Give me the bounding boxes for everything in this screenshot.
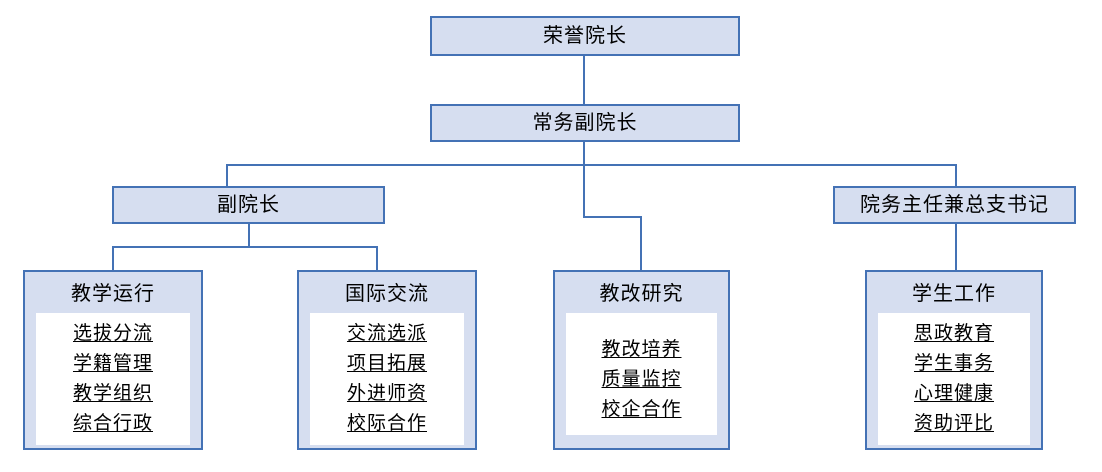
connector-bus-to-office-director <box>955 164 957 186</box>
connector-sub-bus-to-dept2 <box>376 246 378 272</box>
node-executive-vice-dean[interactable]: 常务副院长 <box>430 104 740 142</box>
connector-main-bus <box>226 164 957 166</box>
connector-middle-jog <box>583 216 642 218</box>
list-item[interactable]: 交流选派 <box>346 323 427 344</box>
list-item[interactable]: 校际合作 <box>346 413 427 434</box>
node-honorary-dean-label: 荣誉院长 <box>543 25 627 47</box>
list-item[interactable]: 学生事务 <box>913 353 994 374</box>
node-office-director-label: 院务主任兼总支书记 <box>860 194 1049 216</box>
list-item[interactable]: 质量监控 <box>601 369 682 390</box>
connector-l2-stub <box>583 140 585 166</box>
connector-bus-to-vice-dean <box>226 164 228 186</box>
list-item[interactable]: 心理健康 <box>913 383 994 404</box>
node-dept-teaching-reform-research-label: 教改研究 <box>599 283 684 305</box>
list-item[interactable]: 教学组织 <box>72 383 153 404</box>
node-dept-international-exchange[interactable]: 国际交流 交流选派 项目拓展 外进师资 校际合作 <box>297 270 477 450</box>
list-item[interactable]: 综合行政 <box>72 413 153 434</box>
connector-bus-middle-down <box>583 164 585 218</box>
node-vice-dean-label: 副院长 <box>217 194 280 216</box>
connector-l1-to-l2 <box>583 56 585 104</box>
node-dept-international-exchange-label: 国际交流 <box>345 283 429 305</box>
node-dept-student-affairs[interactable]: 学生工作 思政教育 学生事务 心理健康 资助评比 <box>865 270 1043 450</box>
list-item[interactable]: 项目拓展 <box>346 353 427 374</box>
node-dept-teaching-reform-research[interactable]: 教改研究 教改培养 质量监控 校企合作 <box>553 270 730 450</box>
dept-item-list: 选拔分流 学籍管理 教学组织 综合行政 <box>36 313 190 445</box>
node-office-director[interactable]: 院务主任兼总支书记 <box>833 186 1076 224</box>
list-item[interactable]: 选拔分流 <box>72 323 153 344</box>
node-dept-student-affairs-label: 学生工作 <box>912 283 996 305</box>
connector-sub-bus <box>112 246 378 248</box>
list-item[interactable]: 思政教育 <box>913 323 994 344</box>
node-vice-dean[interactable]: 副院长 <box>112 186 385 224</box>
connector-sub-bus-to-dept1 <box>112 246 114 272</box>
node-dept-teaching-operations-label: 教学运行 <box>71 283 155 305</box>
node-honorary-dean[interactable]: 荣誉院长 <box>430 16 740 56</box>
list-item[interactable]: 学籍管理 <box>72 353 153 374</box>
connector-vice-dean-stub <box>248 222 250 248</box>
dept-item-list: 思政教育 学生事务 心理健康 资助评比 <box>878 313 1030 445</box>
list-item[interactable]: 外进师资 <box>346 383 427 404</box>
list-item[interactable]: 教改培养 <box>601 339 682 360</box>
dept-item-list: 教改培养 质量监控 校企合作 <box>566 313 717 435</box>
dept-item-list: 交流选派 项目拓展 外进师资 校际合作 <box>310 313 464 445</box>
connector-middle-to-dept3 <box>640 216 642 272</box>
connector-office-director-to-dept4 <box>955 222 957 272</box>
list-item[interactable]: 资助评比 <box>913 413 994 434</box>
node-executive-vice-dean-label: 常务副院长 <box>532 112 638 134</box>
list-item[interactable]: 校企合作 <box>601 399 682 420</box>
node-dept-teaching-operations[interactable]: 教学运行 选拔分流 学籍管理 教学组织 综合行政 <box>23 270 203 450</box>
